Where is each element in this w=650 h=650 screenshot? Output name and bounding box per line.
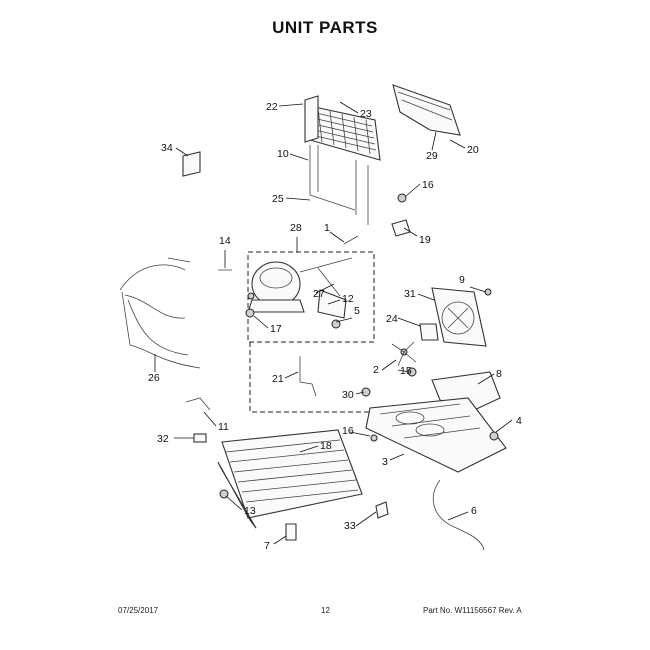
callout-34: 34 [161, 142, 173, 154]
screw-rod [218, 235, 359, 271]
fan-blade [391, 341, 417, 367]
callout-labels: 22 23 29 20 34 10 16 25 19 14 28 1 9 31 … [148, 101, 522, 552]
screw-pan [370, 434, 378, 442]
callout-2: 2 [373, 364, 379, 376]
compressor [247, 257, 353, 319]
callout-21: 21 [272, 373, 284, 385]
fan-shroud [431, 287, 487, 347]
callout-18: 18 [320, 440, 332, 452]
callout-20: 20 [467, 144, 479, 156]
callout-27: 27 [313, 288, 325, 300]
base-pan [365, 397, 507, 473]
callout-30: 30 [342, 389, 354, 401]
page-title: UNIT PARTS [272, 18, 378, 37]
condenser-coil [217, 429, 363, 529]
callout-1: 1 [324, 222, 330, 234]
callout-13: 13 [244, 505, 256, 517]
callout-6: 6 [471, 505, 477, 517]
callout-4: 4 [516, 415, 522, 427]
callout-28: 28 [290, 222, 302, 234]
relay [331, 319, 341, 329]
callout-23: 23 [360, 108, 372, 120]
screw-side [489, 431, 499, 441]
callout-15: 15 [400, 365, 412, 377]
screw [397, 193, 407, 203]
callout-17: 17 [270, 323, 282, 335]
evaporator-coil [304, 95, 381, 161]
callout-31: 31 [404, 288, 416, 300]
drain-tube [432, 479, 485, 551]
plug [193, 433, 207, 443]
callout-14: 14 [219, 235, 231, 247]
callout-22: 22 [266, 101, 278, 113]
grommet-small [361, 387, 371, 397]
callout-25: 25 [272, 193, 284, 205]
callout-7: 7 [264, 540, 270, 552]
callout-8: 8 [496, 368, 502, 380]
evaporator-tubes [309, 145, 369, 225]
foot [285, 523, 297, 541]
bracket [182, 151, 201, 177]
callout-16-bottom: 16 [342, 425, 354, 437]
grommet [245, 308, 255, 318]
clip-small [375, 501, 389, 519]
evaporator-cover [392, 84, 461, 136]
callout-10: 10 [277, 148, 289, 160]
callout-11: 11 [218, 421, 229, 433]
callout-33: 33 [344, 520, 356, 532]
footer-part-number: Part No. W11156567 Rev. A [423, 606, 522, 615]
callout-9: 9 [459, 274, 465, 286]
leader-lines [154, 101, 513, 545]
footer-date: 07/25/2017 [118, 606, 159, 615]
callout-5: 5 [354, 305, 360, 317]
wire-harness [119, 257, 201, 369]
tube-piece [185, 397, 211, 411]
clip [391, 219, 411, 237]
tubing [299, 356, 317, 397]
callout-29: 29 [426, 150, 438, 162]
callout-26: 26 [148, 372, 160, 384]
callout-16-top: 16 [422, 179, 434, 191]
callout-19: 19 [419, 234, 431, 246]
fan-motor [419, 323, 439, 341]
callout-3: 3 [382, 456, 388, 468]
callout-12: 12 [342, 293, 354, 305]
callout-24: 24 [386, 313, 398, 325]
footer-page-number: 12 [321, 606, 330, 615]
callout-32: 32 [157, 433, 169, 445]
